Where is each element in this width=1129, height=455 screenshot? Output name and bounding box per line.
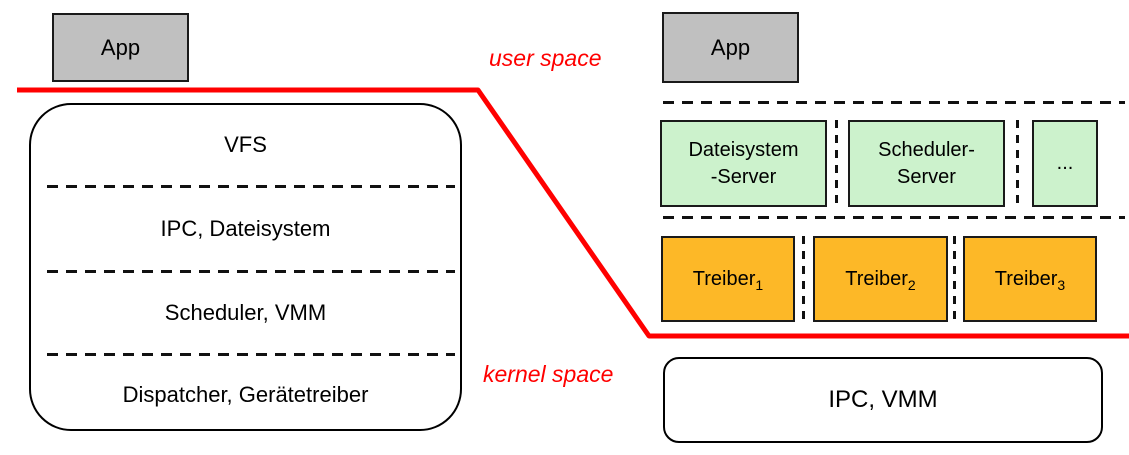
layer-label: Scheduler, VMM [164, 300, 327, 325]
dashed-separator-vertical [802, 236, 805, 322]
driver-box-3: Treiber3 [963, 236, 1097, 322]
app-label: App [710, 34, 751, 60]
dashed-separator-vertical [835, 120, 838, 207]
layer-label: Dispatcher, Gerätetreiber [122, 382, 369, 407]
app-box-microkernel: App [662, 12, 799, 83]
server-label-line1: ... [1056, 152, 1074, 174]
layer-label: VFS [224, 132, 267, 157]
driver-label: Treiber2 [845, 267, 916, 293]
server-box-more: ... [1032, 120, 1098, 207]
user-space-label: user space [489, 45, 602, 71]
dashed-separator [47, 353, 455, 356]
dashed-separator-vertical [953, 236, 956, 322]
driver-label: Treiber1 [692, 267, 764, 293]
driver-box-2: Treiber2 [813, 236, 948, 322]
dashed-separator [47, 270, 455, 273]
driver-label-subscript: 3 [1057, 276, 1066, 293]
dashed-separator-bottom [663, 216, 1125, 219]
server-box-scheduler: Scheduler- Server [848, 120, 1005, 207]
layer-scheduler-vmm: Scheduler, VMM [31, 273, 460, 353]
driver-label-base: Treiber [994, 267, 1058, 290]
kernel-space-label: kernel space [483, 361, 614, 387]
microkernel-kernel-box: IPC, VMM [663, 357, 1103, 443]
dashed-separator-vertical [1016, 120, 1019, 207]
app-box-monolithic: App [52, 13, 189, 82]
monolithic-kernel-box: VFS IPC, Dateisystem Scheduler, VMM Disp… [29, 103, 462, 431]
dashed-separator-top [663, 101, 1125, 104]
server-label-line1: Dateisystem [688, 138, 799, 161]
app-label: App [100, 34, 141, 60]
server-box-dateisystem: Dateisystem -Server [660, 120, 827, 207]
driver-label-base: Treiber [692, 267, 756, 290]
driver-label-base: Treiber [845, 267, 908, 290]
driver-label-subscript: 2 [907, 276, 916, 293]
layer-ipc-dateisystem: IPC, Dateisystem [31, 188, 460, 270]
server-label-line1: Scheduler- [878, 138, 975, 161]
layer-vfs: VFS [31, 105, 460, 185]
server-label-line2: -Server [710, 165, 777, 188]
layer-dispatcher-geraetetreiber: Dispatcher, Gerätetreiber [31, 356, 460, 430]
dashed-separator [47, 185, 455, 188]
layer-label: IPC, Dateisystem [160, 216, 331, 241]
driver-label: Treiber3 [994, 267, 1066, 293]
driver-label-subscript: 1 [755, 276, 764, 293]
driver-box-1: Treiber1 [661, 236, 795, 322]
kernel-box-label: IPC, VMM [828, 386, 938, 413]
server-label-line2: Server [897, 165, 956, 188]
